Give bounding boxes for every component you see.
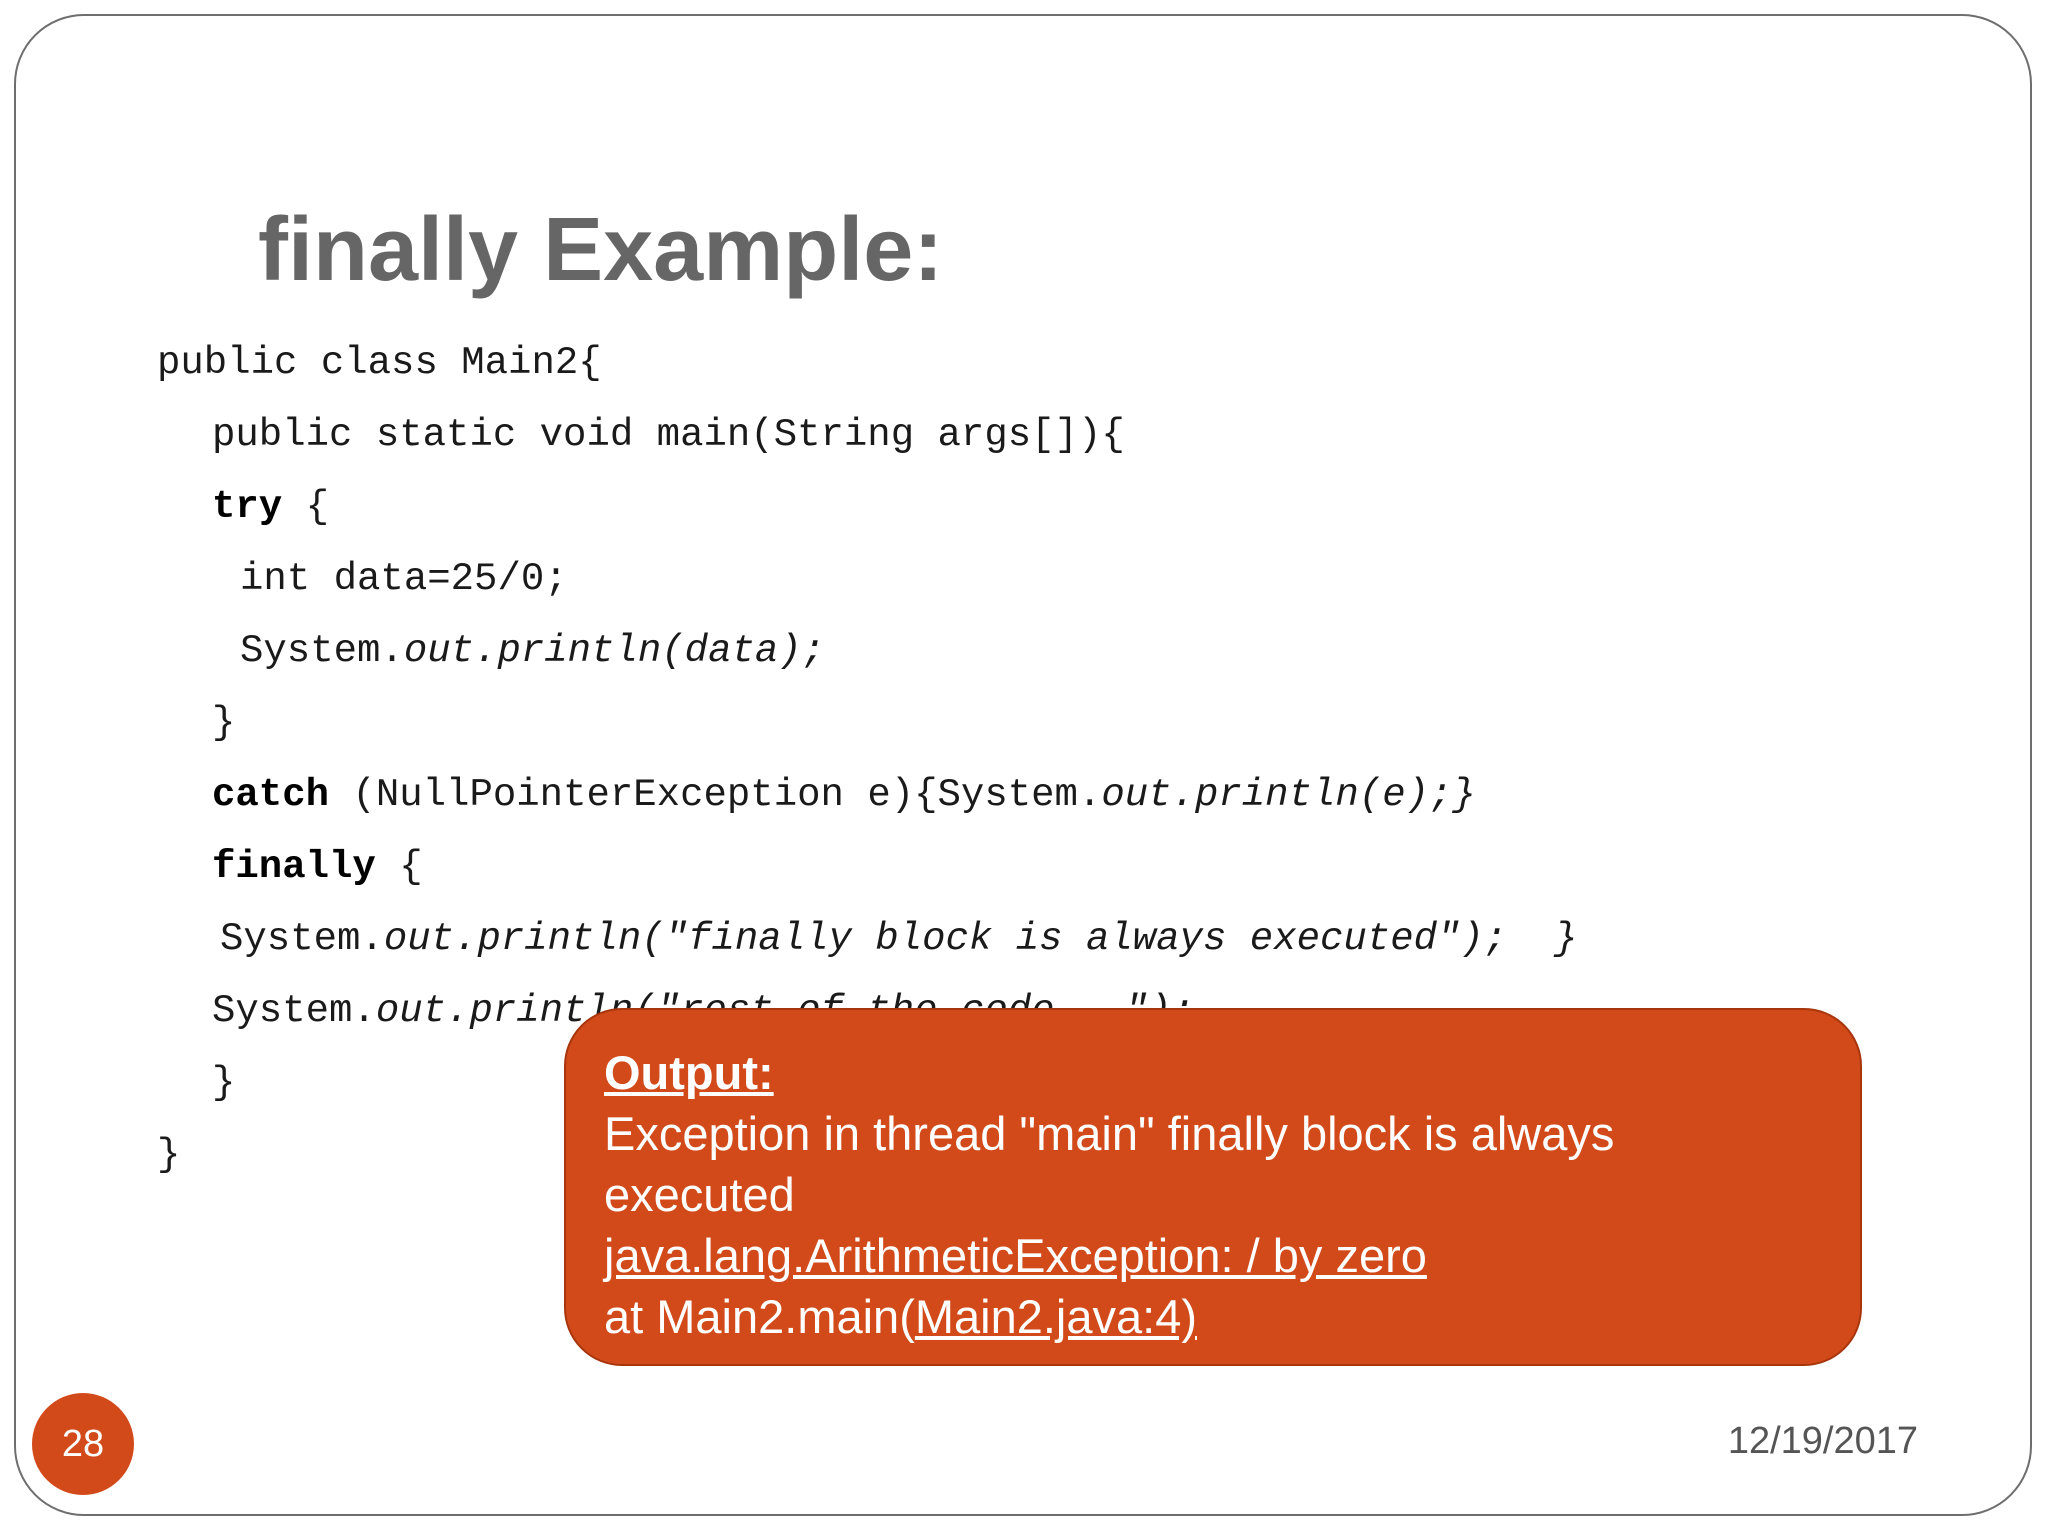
slide-title: finally Example: <box>258 200 944 300</box>
code-line-7: catch (NullPointerException e){System.ou… <box>212 776 1476 815</box>
code-line-1: public class Main2{ <box>157 344 602 383</box>
output-line-4-link: Main2.java:4) <box>914 1290 1197 1343</box>
output-label: Output: <box>604 1046 774 1099</box>
code-line-12: } <box>157 1136 180 1175</box>
code-line-6: } <box>212 704 235 743</box>
page-number-badge: 28 <box>32 1393 134 1495</box>
output-line-1: Exception in thread "main" finally block… <box>604 1107 1615 1160</box>
code-text: { <box>282 485 330 529</box>
code-text: } <box>157 1133 181 1177</box>
keyword-catch: catch <box>212 773 330 817</box>
output-callout: Output: Exception in thread "main" final… <box>564 1008 1862 1366</box>
code-text-italic: out.println(data); <box>403 629 826 673</box>
code-text: public class Main2{ <box>157 341 602 385</box>
code-text: System. <box>212 989 376 1033</box>
code-text: System. <box>240 629 404 673</box>
slide-date: 12/19/2017 <box>1727 1420 1918 1462</box>
code-text: (NullPointerException e){System. <box>329 773 1102 817</box>
output-line-4: at Main2.main(Main2.java:4) <box>604 1286 1824 1347</box>
keyword-finally: finally <box>212 845 376 889</box>
code-text: public static void main(String args[]){ <box>212 413 1125 457</box>
code-line-5: System.out.println(data); <box>240 632 825 671</box>
code-text: System. <box>220 917 384 961</box>
output-line-2: executed <box>604 1168 795 1221</box>
code-line-11: } <box>212 1064 235 1103</box>
code-line-9: System.out.println("finally block is alw… <box>220 920 1577 959</box>
code-line-2: public static void main(String args[]){ <box>212 416 1125 455</box>
page-number: 28 <box>61 1422 105 1465</box>
code-text: int data=25/0; <box>240 557 568 601</box>
code-line-4: int data=25/0; <box>240 560 568 599</box>
code-text: { <box>375 845 423 889</box>
code-text: } <box>212 1061 236 1105</box>
code-text-italic: out.println(e);} <box>1101 773 1476 817</box>
keyword-try: try <box>212 485 283 529</box>
code-block: public class Main2{ public static void m… <box>0 0 1577 1175</box>
code-text: } <box>212 701 236 745</box>
code-line-3: try { <box>212 488 329 527</box>
output-line-4-text: at Main2.main( <box>604 1290 915 1343</box>
code-line-8: finally { <box>212 848 423 887</box>
code-text-italic: out.println("finally block is always exe… <box>383 917 1578 961</box>
output-line-3: java.lang.ArithmeticException: / by zero <box>604 1229 1427 1282</box>
